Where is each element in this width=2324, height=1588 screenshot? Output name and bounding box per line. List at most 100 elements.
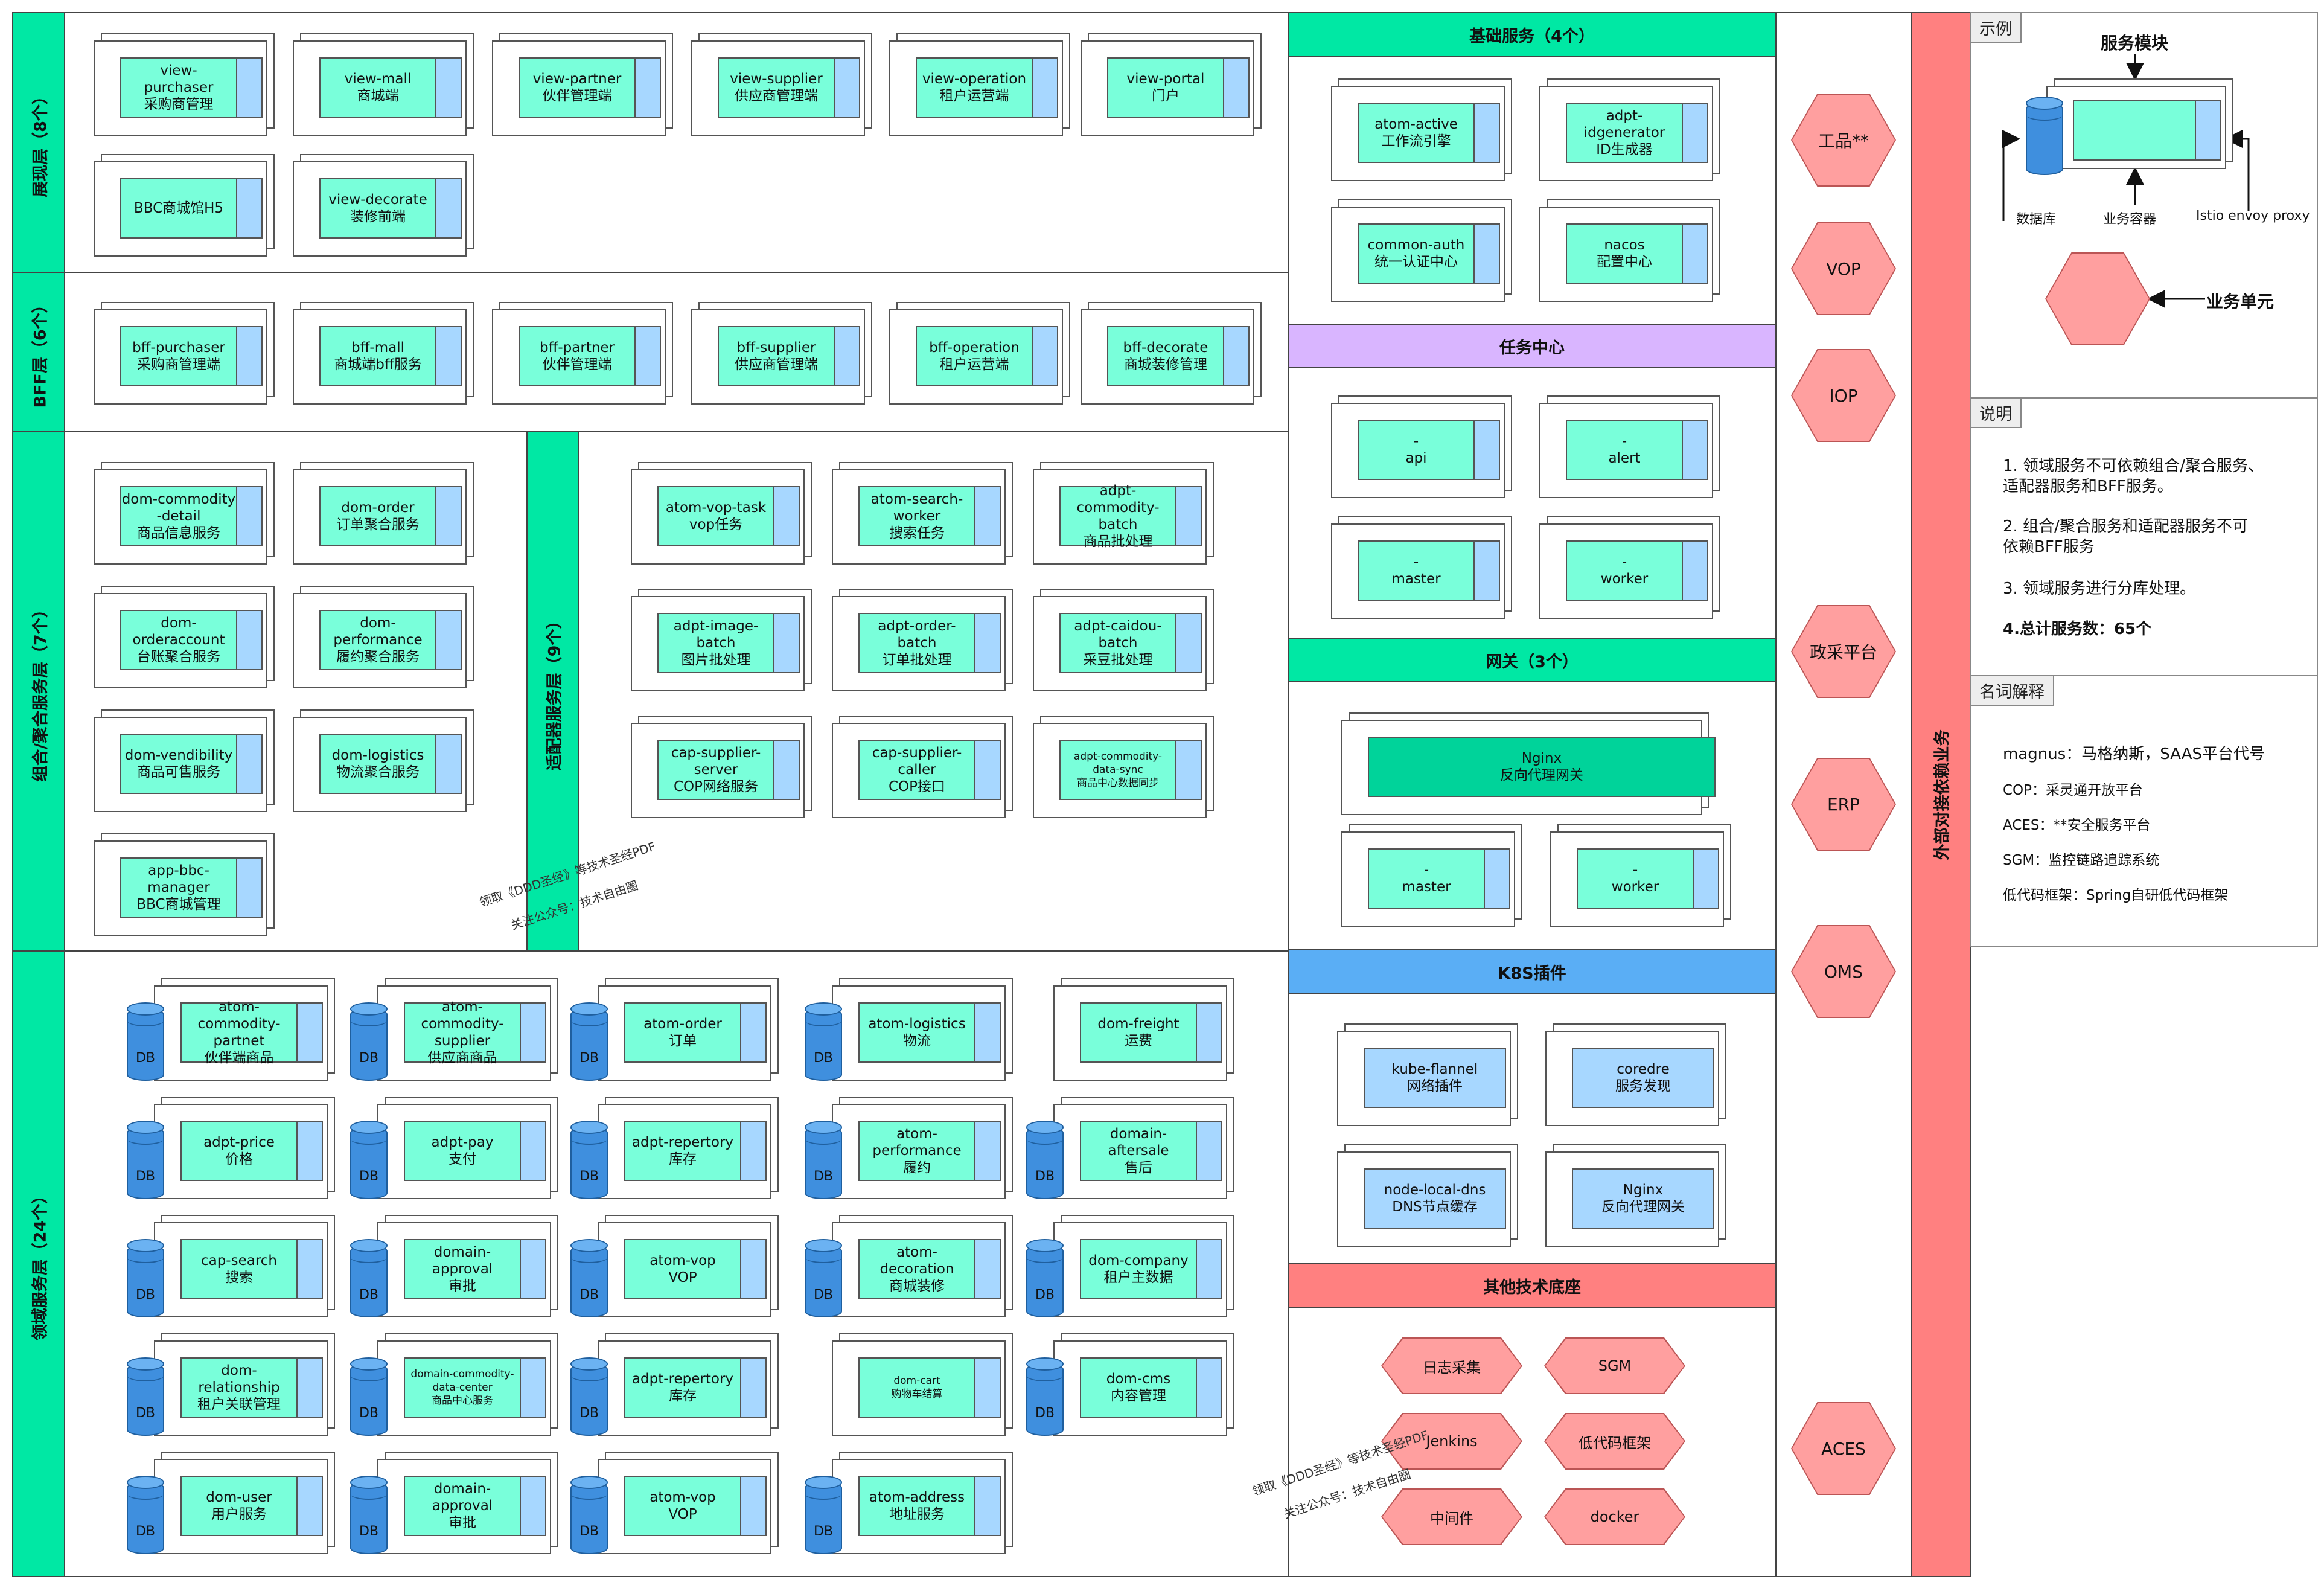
- proxy-bar: [740, 1004, 765, 1061]
- node-label: dom- performance 履约聚合服务: [333, 615, 423, 665]
- service-node: adpt-image- batch 图片批处理: [631, 589, 812, 691]
- db-label: DB: [359, 1287, 379, 1302]
- service-node: atom-commodity- supplier 供应商商品: [377, 978, 558, 1081]
- node-container: - worker: [1577, 848, 1719, 909]
- node-container: atom-vop-task vop任务: [657, 486, 800, 546]
- node-label: common-auth 统一认证中心: [1367, 237, 1465, 270]
- node-label: view- purchaser 采购商管理: [144, 63, 214, 112]
- node-label: coredre 服务发现: [1615, 1061, 1671, 1094]
- db-top: [350, 1239, 388, 1252]
- db-label: DB: [1035, 1169, 1055, 1184]
- external-system-hex: IOP: [1791, 349, 1896, 442]
- database-icon: DB: [1026, 1121, 1064, 1199]
- service-node: dom-order 订单聚合服务: [293, 462, 474, 565]
- tech-hex-label: 低代码框架: [1545, 1414, 1684, 1468]
- db-label: DB: [1035, 1406, 1055, 1421]
- gateway-nginx-node: Nginx 反向代理网关: [1341, 712, 1716, 815]
- proxy-bar: [1196, 1122, 1221, 1180]
- node-container: cap-supplier- server COP网络服务: [657, 740, 800, 800]
- service-node: nacos 配置中心: [1539, 199, 1720, 302]
- legend-db-icon: [2026, 97, 2063, 175]
- db-top: [570, 1121, 608, 1134]
- service-node: bff-purchaser 采购商管理端: [94, 302, 275, 405]
- proxy-bar: [520, 1122, 545, 1180]
- proxy-bar: [1196, 1359, 1221, 1417]
- service-node: atom-vop-task vop任务: [631, 462, 812, 565]
- node-container: view-partner 伙伴管理端: [519, 57, 661, 118]
- node-container: atom-order 订单: [624, 1002, 767, 1063]
- tech-hex-label: docker: [1545, 1490, 1684, 1544]
- service-node: bff-partner 伙伴管理端: [492, 302, 673, 405]
- service-node: cap-supplier- caller COP接口: [832, 716, 1013, 818]
- database-icon: DB: [570, 1357, 608, 1436]
- tech-hex: Jenkins: [1381, 1413, 1522, 1470]
- db-band: [127, 1136, 164, 1145]
- tech-hex: 日志采集: [1381, 1337, 1522, 1394]
- service-node: view-portal 门户: [1081, 33, 1262, 136]
- db-label: DB: [813, 1287, 834, 1302]
- proxy-bar: [520, 1240, 545, 1298]
- glossary-item: COP：采灵通开放平台: [2003, 783, 2144, 798]
- node-label: dom-logistics 物流聚合服务: [331, 748, 424, 780]
- service-node: dom-company 租户主数据: [1053, 1215, 1234, 1317]
- node-label: dom- relationship 租户关联管理: [197, 1363, 281, 1412]
- db-label: DB: [135, 1524, 156, 1539]
- service-node: coredre 服务发现: [1545, 1023, 1726, 1126]
- proxy-bar: [236, 487, 261, 545]
- service-node: dom-logistics 物流聚合服务: [293, 709, 474, 812]
- db-top: [2026, 97, 2063, 110]
- gateway-header: 网关（3个）: [1288, 638, 1777, 682]
- proxy-bar: [435, 611, 461, 669]
- database-icon: DB: [350, 1239, 388, 1317]
- db-band: [805, 1491, 842, 1500]
- service-node: bff-mall 商城端bff服务: [293, 302, 474, 405]
- node-container: view-supplier 供应商管理端: [718, 57, 860, 118]
- proxy-bar: [520, 1359, 545, 1417]
- node-container: domain-commodity- data-center 商品中心服务: [404, 1357, 546, 1418]
- db-label: DB: [359, 1524, 379, 1539]
- glossary-tab: 名词解释: [1970, 675, 2054, 706]
- db-label: DB: [579, 1406, 599, 1421]
- service-node: atom-vop VOP: [598, 1215, 779, 1317]
- node-label: - worker: [1611, 862, 1659, 895]
- proxy-bar: [1473, 542, 1499, 600]
- node-container: [2073, 100, 2221, 161]
- db-band: [1026, 1255, 1064, 1263]
- node-label: view-mall 商城端: [344, 71, 412, 104]
- database-icon: DB: [1026, 1357, 1064, 1436]
- db-label: DB: [135, 1051, 156, 1066]
- node-container: view-portal 门户: [1107, 57, 1250, 118]
- node-label: dom-cart 购物车结算: [891, 1375, 943, 1400]
- notes-tab: 说明: [1970, 397, 2022, 428]
- db-top: [805, 1239, 842, 1252]
- db-top: [805, 1476, 842, 1489]
- proxy-bar: [773, 487, 799, 545]
- tech-hex: 中间件: [1381, 1488, 1522, 1545]
- k8s-header: K8S插件: [1288, 949, 1777, 994]
- db-band: [350, 1373, 388, 1381]
- db-band: [570, 1136, 608, 1145]
- service-node: common-auth 统一认证中心: [1331, 199, 1512, 302]
- node-container: app-bbc- manager BBC商城管理: [120, 857, 263, 918]
- db-band: [570, 1255, 608, 1263]
- legend-unit-label: 业务单元: [2206, 292, 2275, 312]
- database-icon: DB: [350, 1476, 388, 1554]
- node-container: adpt-commodity- data-sync 商品中心数据同步: [1059, 740, 1202, 800]
- db-label: DB: [579, 1051, 599, 1066]
- db-top: [1026, 1357, 1064, 1371]
- service-node: dom-cart 购物车结算: [832, 1333, 1013, 1436]
- proxy-bar: [974, 1359, 1000, 1417]
- proxy-bar: [773, 741, 799, 799]
- service-node: atom-commodity- partnet 伙伴端商品: [154, 978, 335, 1081]
- legend-module-node: [2046, 78, 2233, 169]
- node-label: dom-company 租户主数据: [1088, 1253, 1189, 1285]
- database-icon: DB: [805, 1239, 842, 1317]
- node-container: dom- performance 履约聚合服务: [319, 610, 462, 670]
- node-container: cap-search 搜索: [180, 1239, 323, 1299]
- proxy-bar: [974, 1477, 1000, 1535]
- db-band: [570, 1491, 608, 1500]
- node-container: adpt-repertory 库存: [624, 1121, 767, 1181]
- node-container: dom-logistics 物流聚合服务: [319, 734, 462, 794]
- service-node: app-bbc- manager BBC商城管理: [94, 833, 275, 936]
- db-top: [127, 1476, 164, 1489]
